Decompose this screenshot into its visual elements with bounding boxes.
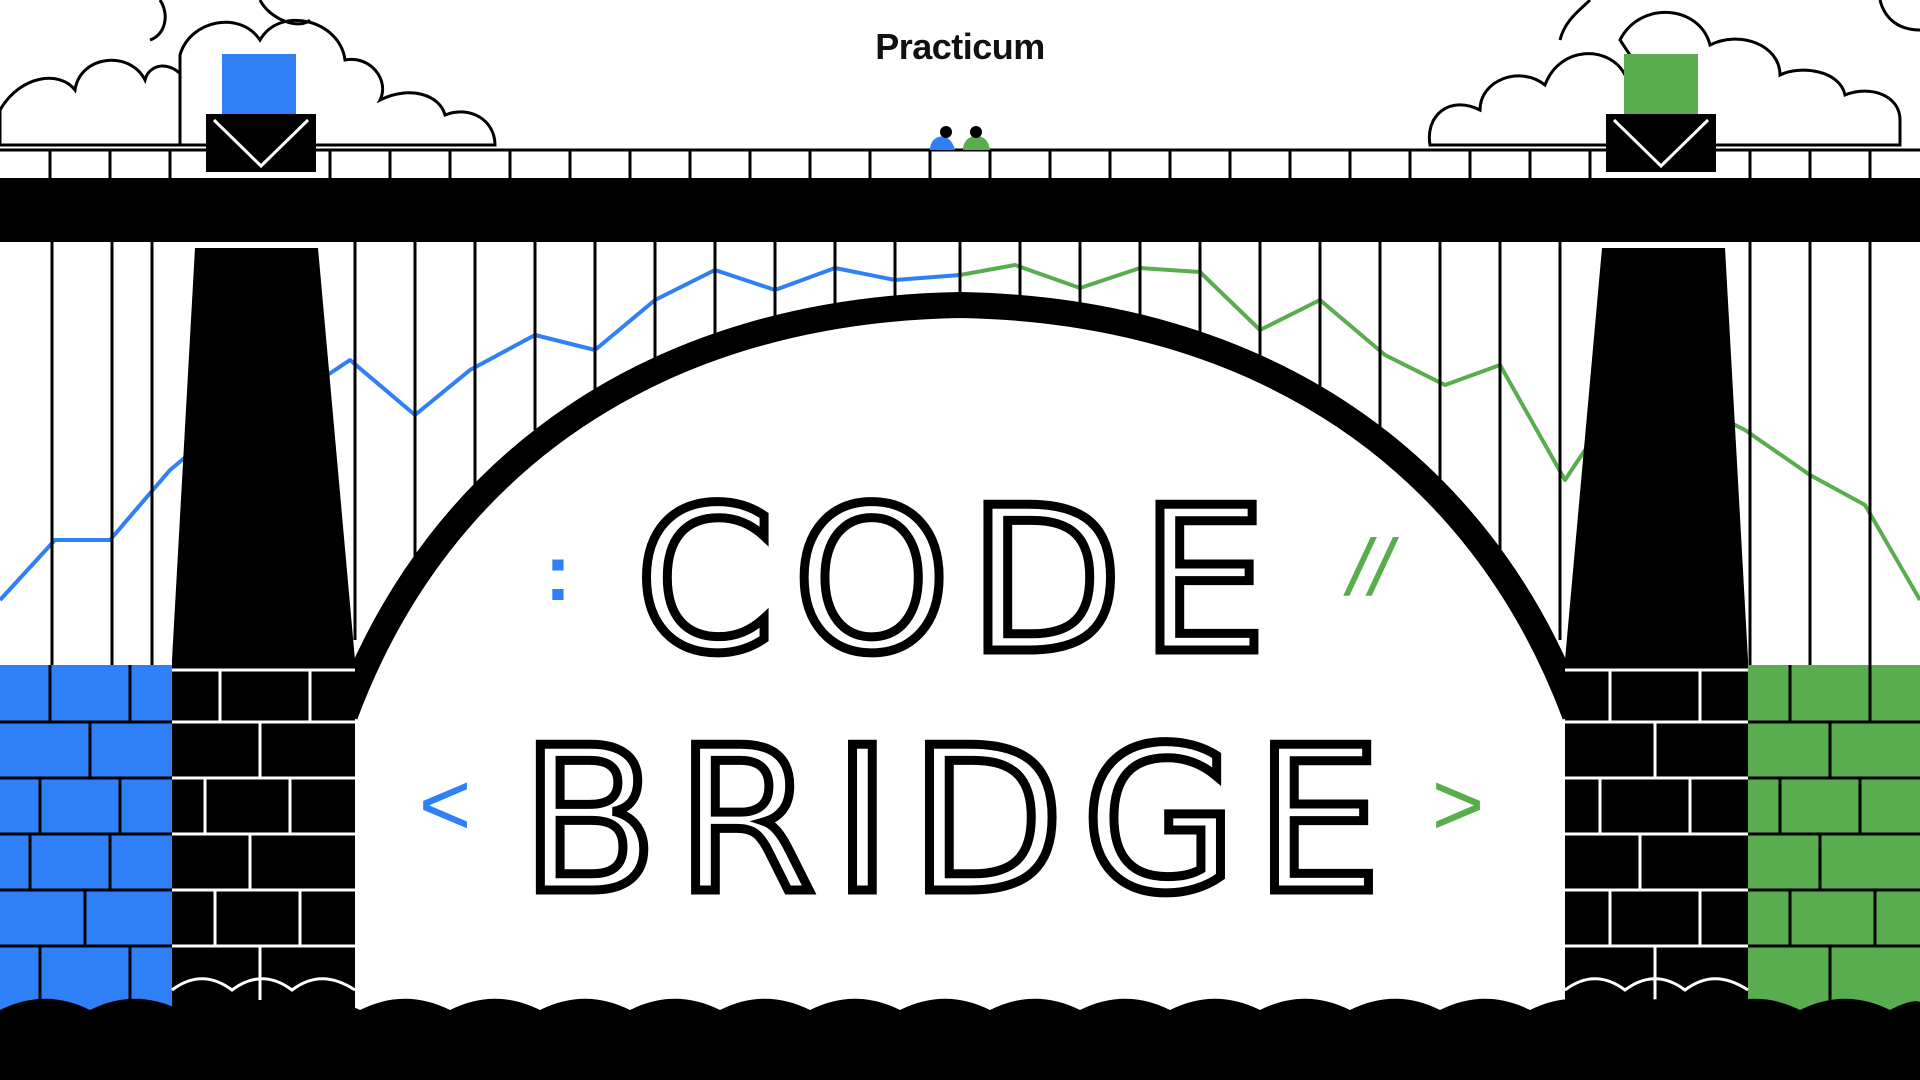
brand-logo: Practicum [875,26,1045,67]
wave-icon [171,977,356,992]
green-trend-line [959,263,1920,602]
left-tower [172,248,355,660]
bridge-arch [332,291,1588,720]
wave-icon [0,998,1920,1080]
right-tower-cap [1606,54,1716,172]
brick-wall-icon [0,665,172,1020]
right-tower [1565,248,1748,660]
blue-colon-marker: : [545,528,572,617]
green-slash-marker: // [1343,523,1400,612]
blue-trend-line [0,266,961,602]
person-icon [963,126,990,150]
bridge-cables [50,240,1872,670]
title-line-code: CODE [635,465,1284,698]
left-tower-cap [206,54,316,172]
brick-wall-icon [1748,665,1920,1020]
bridge-railing [0,148,1920,178]
person-icon [930,126,955,150]
blue-left-bracket: < [419,755,472,855]
green-right-bracket: > [1432,755,1485,855]
brick-wall-icon [1565,660,1748,1020]
title-line-bridge: BRIDGE [521,705,1400,938]
wave-icon [1564,977,1749,992]
bridge-deck [0,178,1920,242]
brick-wall-icon [172,660,355,1020]
